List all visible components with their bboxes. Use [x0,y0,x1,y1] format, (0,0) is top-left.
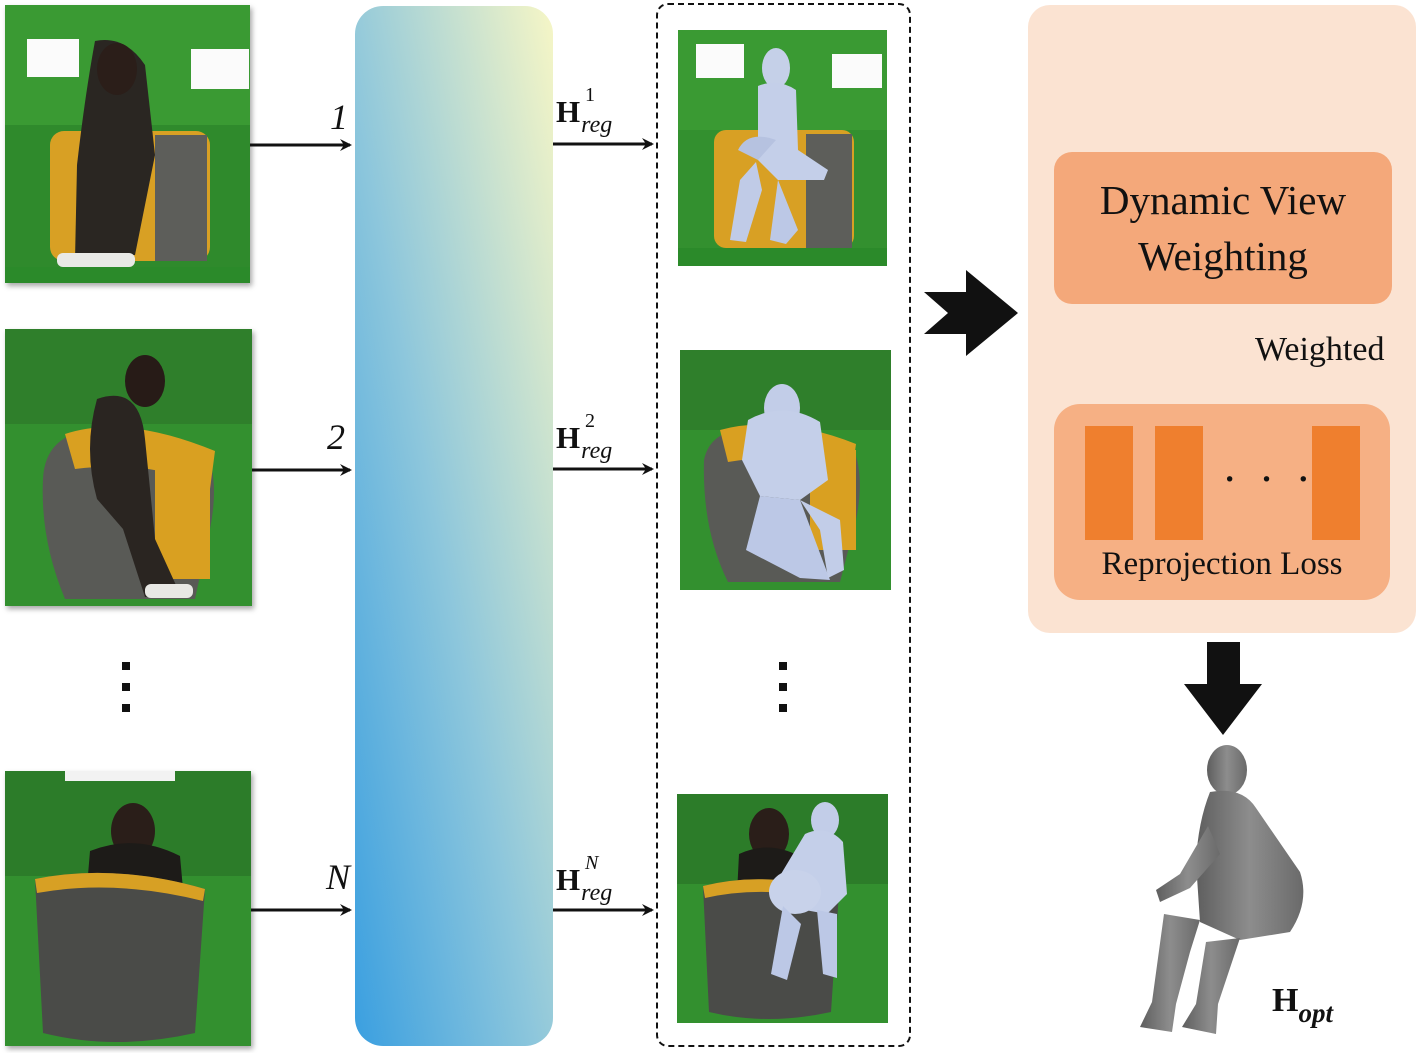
mesh-result-2-image [680,350,891,590]
more-views-ellipsis [122,662,130,712]
arrow-to-result [1184,642,1262,735]
arrow-to-optimization [924,270,1018,356]
view-label-2: 2 [327,417,345,457]
mesh-result-n-image [677,794,888,1023]
more-results-ellipsis [779,662,787,712]
optimized-mesh-figure [1140,745,1304,1034]
view-label-1: 1 [330,97,348,137]
input-view-2-image [5,329,252,606]
mesh-result-1-image [678,30,887,266]
input-view-n-image [5,771,251,1046]
optimized-output-label: Hopt [1272,982,1333,1028]
loss-bar-2 [1155,426,1203,540]
loss-bar-n [1312,426,1360,540]
loss-bar-1 [1085,426,1133,540]
input-view-1-image [5,5,250,283]
reprojection-loss-label: Reprojection Loss [1101,546,1343,582]
dynamic-view-weighting-box: Dynamic View Weighting [1054,152,1392,304]
view-label-n: N [326,857,351,897]
regression-results-group [656,3,911,1047]
weighted-label: Weighted [1255,331,1385,368]
regression-network [355,6,553,1046]
dynamic-view-weighting-label: Dynamic View Weighting [1099,177,1347,279]
loss-ellipsis: · · · [1222,453,1316,504]
